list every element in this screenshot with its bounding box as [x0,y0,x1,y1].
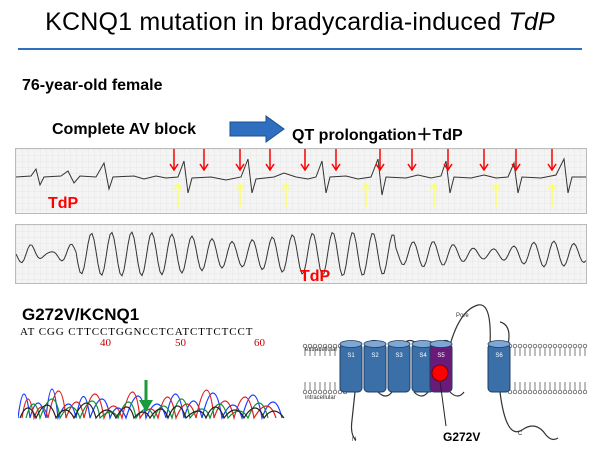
red-arrow-icon [235,149,245,172]
pore-loop [449,304,491,346]
chromatogram [18,350,288,420]
red-arrow-icon [407,149,417,172]
yellow-arrow-icon [429,182,439,207]
segment-label: S1 [347,353,355,359]
red-arrow-icon [199,149,209,172]
kcnq1-channel-diagram: S1 S2 S3 S4 S5 S6 [302,304,588,441]
segment-s4: S4 [411,340,435,393]
sequence-bases: AT CGG CTTCCTGGNCCTCATCTTCTCCT [20,326,254,338]
yellow-arrow-icon [281,182,291,207]
yellow-arrow-icon [491,182,501,207]
yellow-arrow-icon [173,182,183,207]
red-arrow-icon [331,149,341,172]
down-arrow-icon [139,380,153,412]
ecg-markers [169,149,557,207]
tdp-label-2: TdP [300,268,331,285]
slide-title-italic: TdP [508,8,555,36]
segment-label: S4 [419,353,427,359]
segment-label: S2 [371,353,379,359]
membrane [302,343,588,395]
segment-label: S6 [495,353,503,359]
sequence-position-50: 50 [175,337,186,349]
pore-label: Pore [456,313,469,319]
red-arrow-icon [265,149,275,172]
ecg-strip-2 [15,224,587,284]
yellow-arrow-icon [547,182,557,207]
red-arrow-icon [375,149,385,172]
n-terminus-label: N [352,437,357,443]
segment-s6: S6 [487,340,511,393]
c-terminus [499,391,559,441]
n-terminus [350,391,357,441]
patient-description: 76-year-old female [22,77,163,94]
yellow-arrow-icon [235,182,245,207]
mutation-pointer [439,380,447,427]
mutation-site-marker [431,364,449,382]
red-arrow-icon [443,149,453,172]
condition-to: QT prolongation＋TdP [292,127,463,144]
slide-title: KCNQ1 mutation in bradycardia-induced Td… [0,8,600,37]
intracellular-label: intracellular [305,395,336,401]
sequence-position-40: 40 [100,337,111,349]
sequence-position-60: 60 [254,337,265,349]
segment-s1: S1 [339,340,363,393]
ecg-trace-2 [15,225,587,283]
red-arrow-icon [547,149,557,172]
segment-s3: S3 [387,340,411,393]
mutation-label: G272V [443,430,481,444]
right-arrow-icon [229,115,285,143]
condition-from: Complete AV block [52,121,197,138]
c-terminus-label: C [518,431,523,437]
ecg-trace-1 [15,149,586,213]
ecg-strip-1 [15,148,587,214]
tdp-label-1: TdP [48,195,79,212]
segment-label: S5 [437,353,445,359]
red-arrow-icon [479,149,489,172]
slide-title-main: KCNQ1 mutation in bradycardia-induced [45,8,509,36]
red-arrow-icon [511,149,521,172]
sequence-title: G272V/KCNQ1 [22,305,140,324]
red-arrow-icon [300,149,310,172]
title-underline [18,48,582,50]
red-arrow-icon [169,149,179,172]
extracellular-label: extracellular [305,347,338,353]
segment-label: S3 [395,353,403,359]
yellow-arrow-icon [361,182,371,207]
segment-s2: S2 [363,340,387,393]
